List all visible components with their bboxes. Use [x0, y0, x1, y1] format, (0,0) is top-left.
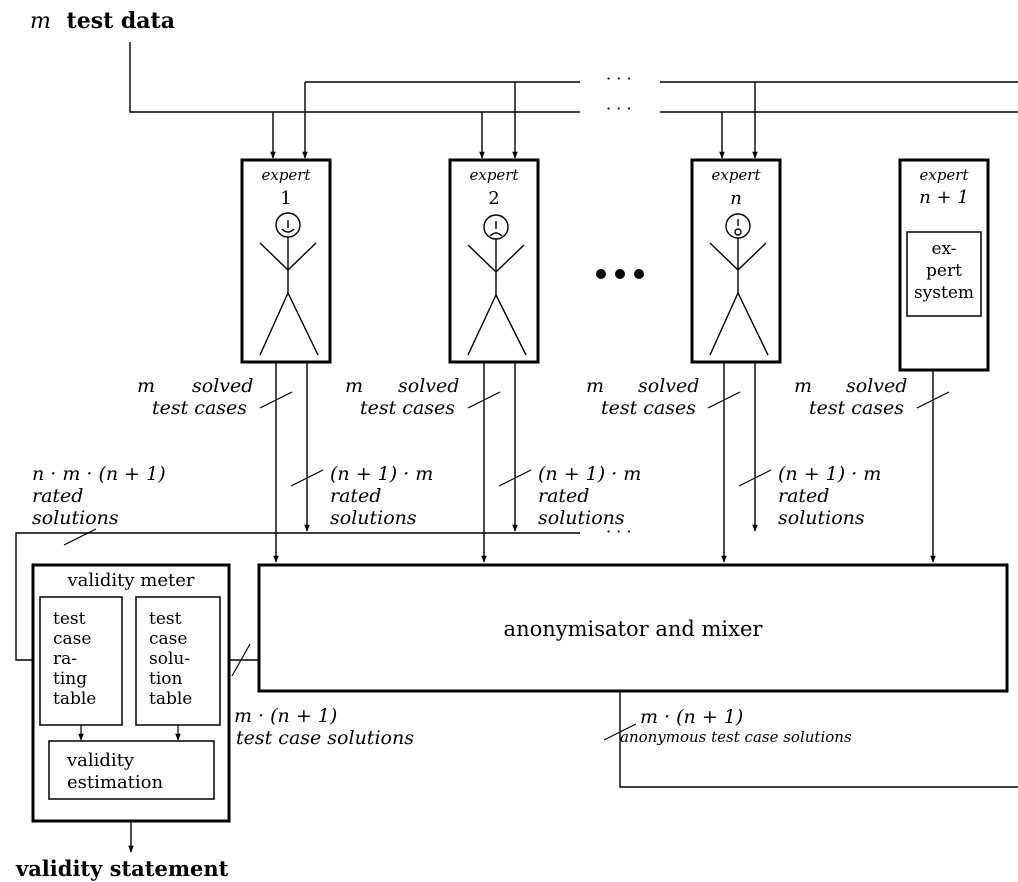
validity-statement: validity statement [15, 856, 229, 881]
expert-system-line-1: ex- [931, 239, 956, 259]
validity-estimation-line-1: validity [66, 750, 135, 771]
solution-table-line-4: tion [149, 669, 183, 689]
diagram-title: m test data [30, 8, 175, 34]
solved-n-m: m [586, 375, 604, 397]
expert-n-plus-1-index: n + 1 [919, 187, 969, 208]
rated-labels: (n + 1) · m rated solutions (n + 1) · m … [330, 463, 881, 529]
bus-ellipsis-bottom: · · · [606, 99, 631, 118]
expert-n: expert n [692, 160, 780, 362]
rating-table-line-1: test [53, 609, 86, 629]
title-variable: m [30, 9, 51, 34]
expert-2-index: 2 [488, 188, 499, 209]
solved-n1-m: m [794, 375, 812, 397]
solved-2-cases: test cases [360, 397, 455, 419]
total-rated-count: n · m · (n + 1) [32, 463, 166, 485]
expert-n-index: n [730, 188, 742, 209]
rated-1-count: (n + 1) · m [330, 463, 433, 485]
rating-table-line-4: ting [53, 669, 87, 689]
rating-table-line-3: ra- [53, 649, 77, 669]
expert-n-plus-1: expert n + 1 ex- pert system [900, 160, 988, 370]
solved-1-cases: test cases [152, 397, 247, 419]
solution-table-line-5: table [149, 689, 192, 709]
rated-bus-ellipsis: · · · [606, 522, 631, 541]
solution-table-line-2: case [149, 629, 187, 649]
expert-n-plus-1-label: expert [919, 166, 969, 184]
bus-ellipsis-top: · · · [606, 69, 631, 88]
mixer-label: anonymisator and mixer [504, 617, 764, 641]
solved-labels: m solved test cases m solved test cases … [137, 375, 907, 419]
expert-2-label: expert [469, 166, 519, 184]
solution-table-line-3: solu- [149, 649, 190, 669]
validity-meter: validity meter test case ra- ting table … [33, 565, 229, 821]
rating-table-line-5: table [53, 689, 96, 709]
more-experts-dots [596, 269, 644, 279]
anonymous-output-label: anonymous test case solutions [620, 728, 852, 746]
validity-estimation-line-2: estimation [67, 772, 164, 793]
expert-system-line-3: system [914, 283, 974, 303]
total-rated-line2: rated [32, 485, 83, 507]
solved-2-solved: solved [398, 375, 459, 397]
rated-2-line2: rated [538, 485, 589, 507]
anonymous-output-flow: m · (n + 1) anonymous test case solution… [604, 691, 1018, 787]
solved-2-m: m [345, 375, 363, 397]
expert-n-label: expert [711, 166, 761, 184]
solution-table-line-1: test [149, 609, 182, 629]
rated-n-line2: rated [778, 485, 829, 507]
anonymous-output-count: m · (n + 1) [640, 706, 743, 728]
solved-1-m: m [137, 375, 155, 397]
rated-1-line2: rated [330, 485, 381, 507]
total-rated-label: n · m · (n + 1) rated solutions [32, 463, 166, 529]
title-text: test data [67, 8, 175, 34]
rated-1-line3: solutions [330, 507, 417, 529]
solved-n-cases: test cases [601, 397, 696, 419]
rated-n-line3: solutions [778, 507, 865, 529]
validity-meter-title: validity meter [66, 570, 194, 591]
solved-n-solved: solved [638, 375, 699, 397]
solved-n1-solved: solved [846, 375, 907, 397]
rated-n-count: (n + 1) · m [778, 463, 881, 485]
rated-2-count: (n + 1) · m [538, 463, 641, 485]
expert-1-index: 1 [280, 188, 291, 209]
expert-2: expert 2 [450, 160, 538, 362]
solved-1-solved: solved [192, 375, 253, 397]
total-rated-line3: solutions [32, 507, 119, 529]
anonymisator-mixer: anonymisator and mixer [259, 565, 1007, 691]
solved-n1-cases: test cases [809, 397, 904, 419]
rating-table-line-2: case [53, 629, 91, 649]
expert-system-line-2: pert [926, 261, 962, 281]
expert-1-label: expert [261, 166, 311, 184]
mixer-output-label: test case solutions [236, 727, 414, 749]
test-data-bus: · · · · · · [130, 42, 1018, 158]
expert-1: expert 1 [242, 160, 330, 362]
mixer-output-count: m · (n + 1) [234, 705, 337, 727]
